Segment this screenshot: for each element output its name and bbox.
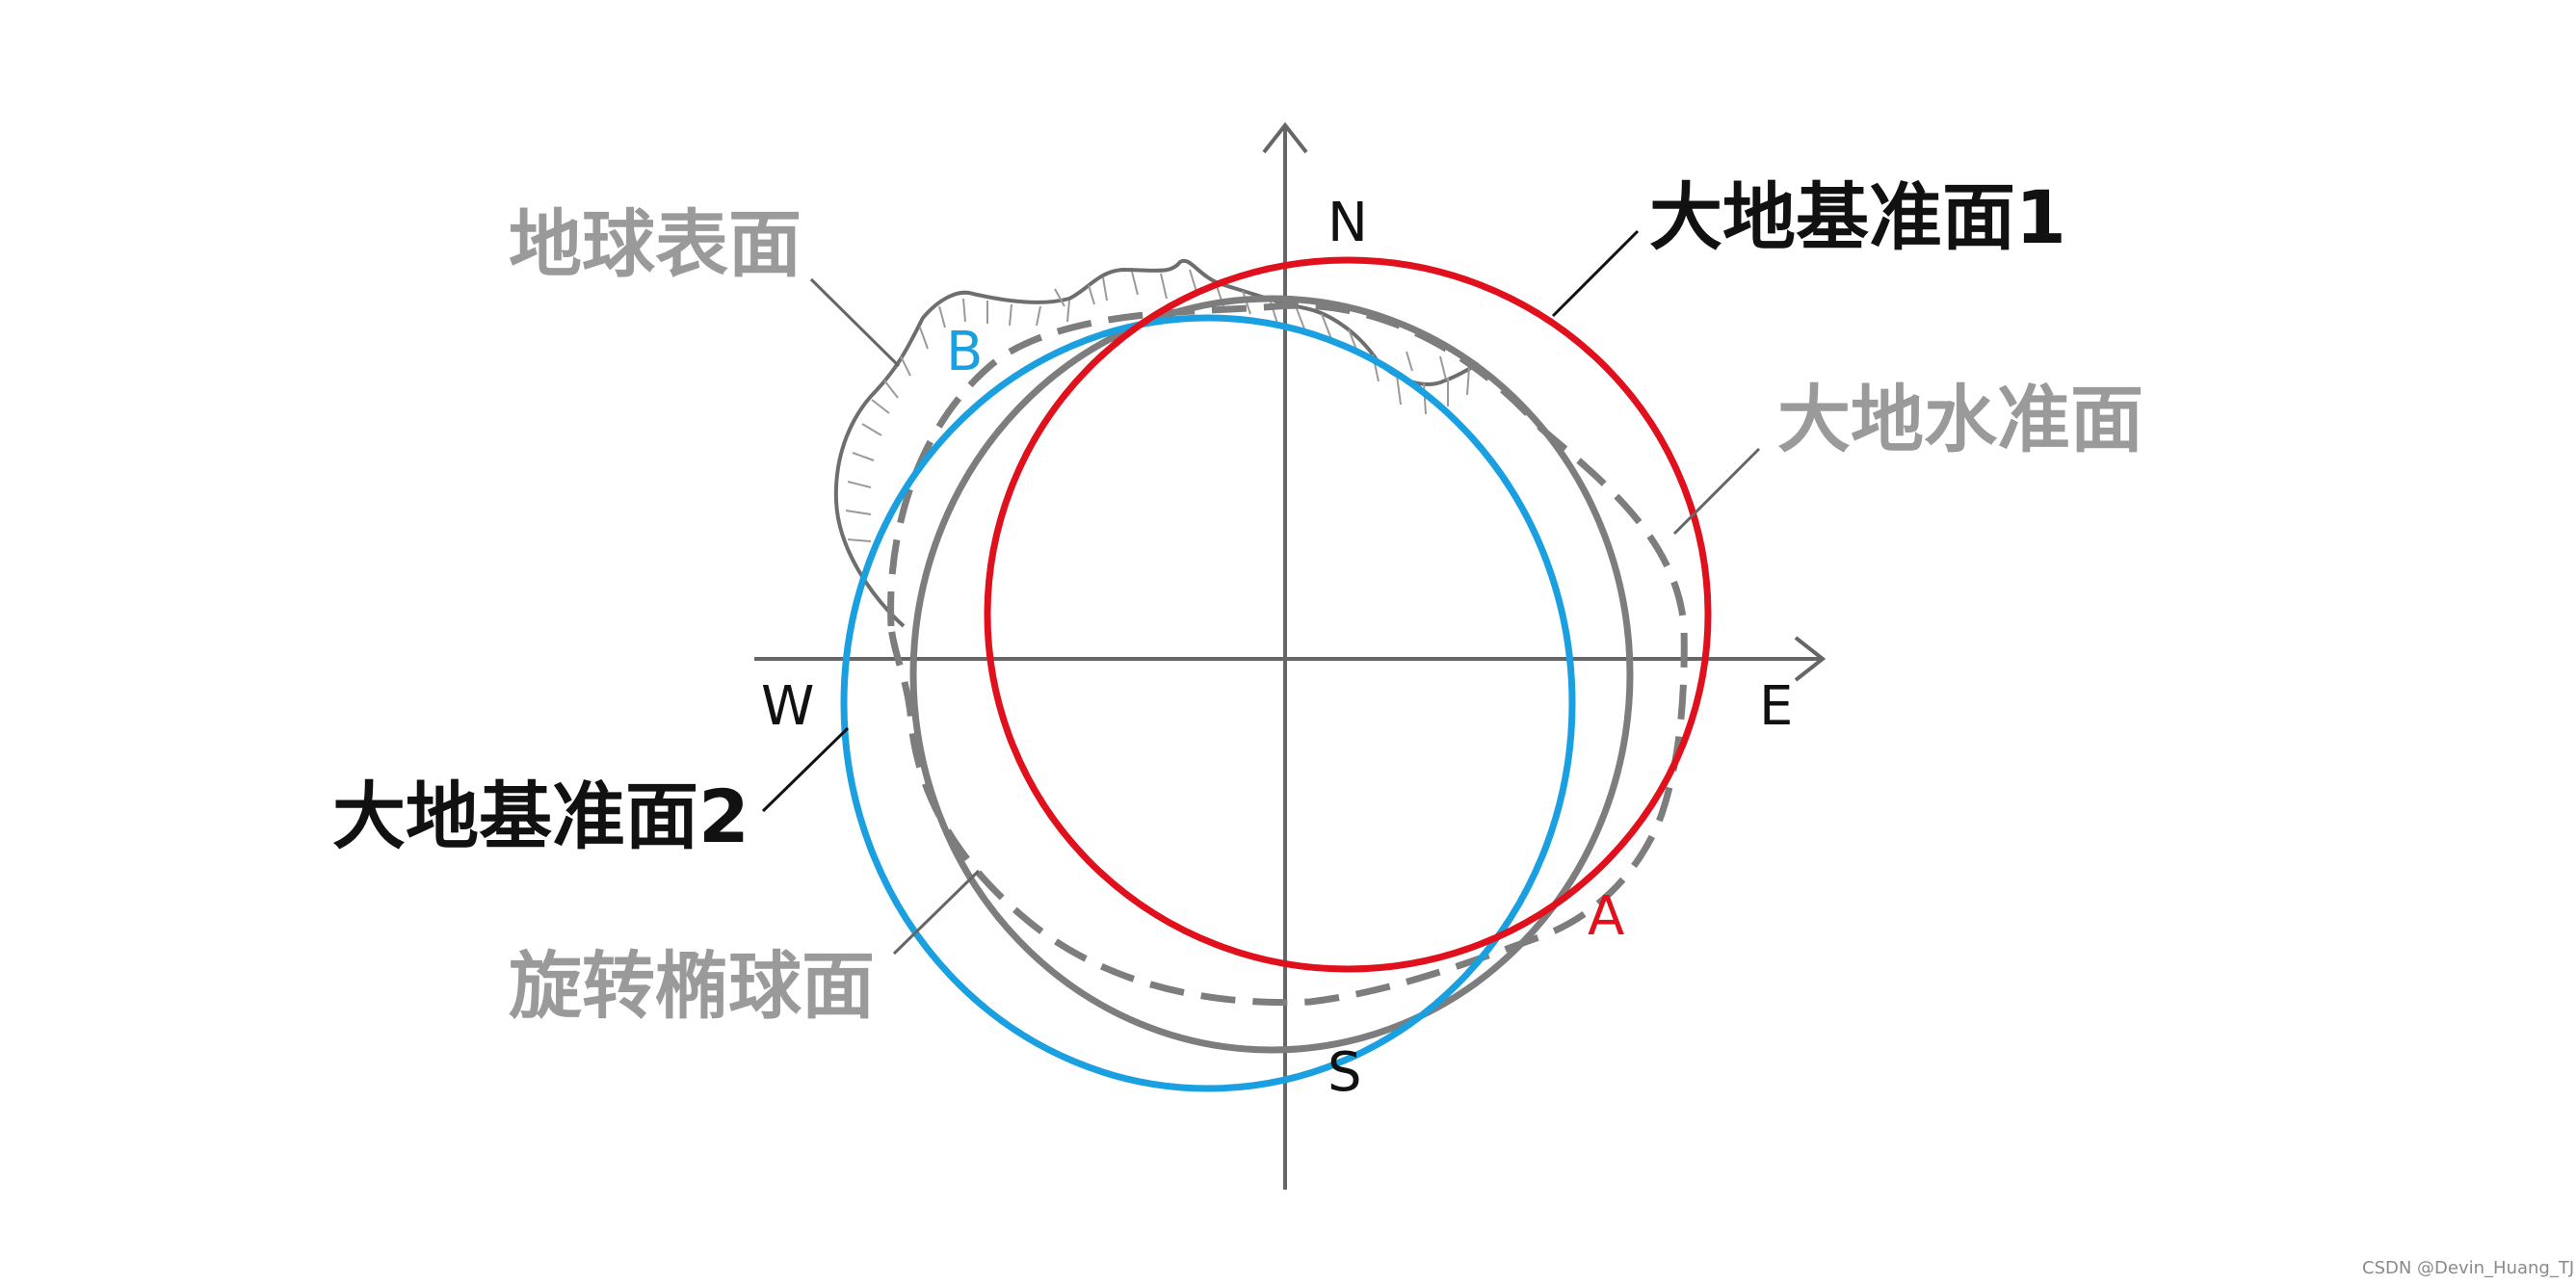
datum-2-label: 大地基准面2 xyxy=(332,774,749,859)
north-label: N xyxy=(1327,192,1368,254)
datum-2-leader xyxy=(763,728,848,811)
earth-surface-leader xyxy=(811,279,899,366)
geoid-label: 大地水准面 xyxy=(1777,377,2143,462)
point-a-label: A xyxy=(1588,885,1624,948)
datum-2-ellipsoid xyxy=(844,318,1572,1088)
ellipsoid-leader xyxy=(894,871,979,954)
east-label: E xyxy=(1759,675,1793,738)
datum-1-ellipsoid xyxy=(987,260,1708,969)
datum-1-leader xyxy=(1553,231,1638,316)
south-label: S xyxy=(1327,1041,1362,1104)
point-b-label: B xyxy=(946,321,983,383)
ellipsoid-label: 旋转椭球面 xyxy=(509,943,875,1029)
datum-1-label: 大地基准面1 xyxy=(1649,174,2066,260)
watermark: CSDN @Devin_Huang_TJ xyxy=(2362,1258,2574,1278)
earth-surface-label: 地球表面 xyxy=(509,201,802,287)
west-label: W xyxy=(761,675,814,738)
